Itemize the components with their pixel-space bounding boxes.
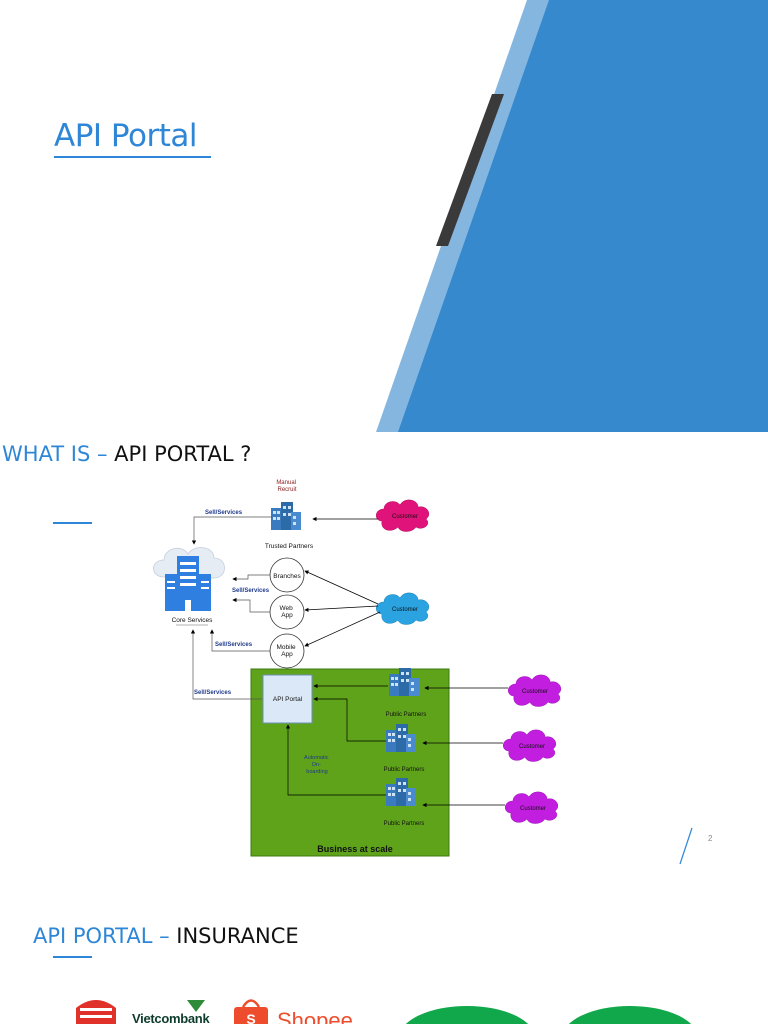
customer-label: Customer [520,806,546,812]
api-portal-diagram: Business at scale API Portal Core Servic… [153,480,693,865]
sell-services-label: Sell/Services [194,690,232,696]
green-logo [568,1006,692,1024]
customer-label: Customer [522,689,548,695]
web-app-line2: App [281,612,293,619]
customer-label: Customer [392,514,418,520]
sell-services-connector [191,516,272,545]
sell-services-label: Sell/Services [205,510,243,516]
green-logo [405,1006,529,1024]
arrow [304,611,381,647]
onboarding-line2: On- [312,762,321,768]
arrow [313,696,386,742]
arrow [285,724,386,796]
svg-text:S: S [246,1011,255,1024]
vietcombank-logo-text: Vietcombank [132,1011,210,1024]
sell-services-connector [190,629,262,700]
sell-services-label: Sell/Services [215,642,253,648]
trusted-partners-building-icon [271,502,301,530]
arrow [304,605,379,612]
shopee-logo-icon: S [234,999,268,1024]
web-app-label: Web App [279,605,294,619]
heading-rest: INSURANCE [176,924,299,948]
customer-label: Customer [519,744,545,750]
heading-accent: WHAT IS – [2,442,115,466]
customer-label: Customer [392,607,418,613]
blue-panel [398,0,768,432]
red-logo [76,1000,116,1024]
public-partners-label: Public Partners [386,712,427,718]
title-underline [54,156,211,158]
core-services-node [153,547,225,611]
slide-heading: WHAT IS – API PORTAL ? [2,442,251,466]
sell-services-connector [232,574,270,582]
mobile-app-line2: App [281,651,293,658]
core-services-label: Core Services [172,617,214,624]
api-portal-label: API Portal [273,696,303,703]
business-at-scale-label: Business at scale [317,844,393,854]
page-slash [679,827,693,865]
branches-label: Branches [273,573,301,580]
api-portal-box [262,674,313,724]
accent-bar [53,956,92,958]
what-is-slide: WHAT IS – API PORTAL ? [0,432,768,880]
web-app-line1: Web [279,605,293,612]
automatic-onboarding-label: Automatic On- boarding [304,755,330,775]
slide-title: API Portal [54,118,197,154]
slide-heading: API PORTAL – INSURANCE [33,924,299,948]
shopee-logo-text: Shopee [277,1008,353,1024]
mobile-app-label: Mobile App [277,644,298,658]
heading-rest: API PORTAL ? [114,442,252,466]
page-number: 2 [708,834,713,843]
public-partners-label: Public Partners [384,767,425,773]
mobile-app-line1: Mobile [277,644,297,651]
onboarding-line1: Automatic [304,755,329,761]
heading-accent: API PORTAL – [33,924,177,948]
decorative-panel [376,0,768,432]
onboarding-line3: boarding [306,769,327,775]
manual-recruit-line1: Manual [276,480,296,486]
dark-stripe [436,94,504,246]
partner-logos: S [76,999,692,1024]
manual-recruit-label: Manual Recruit [276,480,297,493]
sell-services-connector [209,629,270,652]
public-partners-label: Public Partners [384,821,425,827]
arrow [304,570,379,605]
accent-bar [53,522,92,524]
manual-recruit-line2: Recruit [277,487,296,493]
title-slide: API Portal [0,0,768,432]
insurance-slide: API PORTAL – INSURANCE S Vietcombank Sho… [0,880,768,1024]
sell-services-connector [232,597,270,613]
vietcombank-logo-icon [187,1000,205,1012]
sell-services-label: Sell/Services [232,588,270,594]
trusted-partners-label: Trusted Partners [265,543,314,550]
